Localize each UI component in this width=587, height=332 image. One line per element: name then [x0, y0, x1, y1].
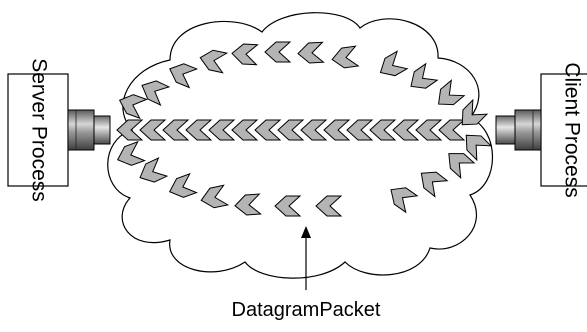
packet-chevron-icon [141, 80, 171, 106]
client-process-label: Client Process [560, 62, 583, 197]
packet-chevron-icon [297, 41, 325, 64]
server-process-label: Server Process [27, 58, 50, 202]
packet-chevron-icon [200, 184, 230, 209]
packet-chevron-icon [369, 119, 397, 141]
datagram-packet-label: DatagramPacket [232, 299, 381, 321]
packet-chevron-icon [438, 79, 466, 106]
packet-chevron-icon [277, 119, 305, 141]
packet-chevron-icon [315, 195, 343, 217]
packet-chevron-icon [461, 98, 489, 126]
packet-chevron-icon [448, 153, 476, 180]
packet-chevron-icon [379, 50, 409, 77]
packet-chevron-icon [274, 195, 302, 217]
packet-chevron-icon [323, 119, 351, 141]
packet-chevron-icon [390, 187, 419, 214]
client-socket-icon [495, 109, 542, 151]
packet-chevron-icon [300, 119, 328, 141]
packet-chevron-icon [410, 62, 439, 89]
packet-chevron-icon [116, 119, 144, 141]
packet-chevron-icon [162, 119, 190, 141]
server-process-box: Server Process [7, 58, 69, 202]
packet-chevron-icon [185, 119, 213, 141]
packet-chevron-icon [254, 119, 282, 141]
packet-chevron-icon [465, 134, 493, 162]
packet-chevron-icon [116, 140, 146, 166]
packet-chevron-icon [139, 119, 167, 141]
packet-chevron-icon [118, 94, 148, 120]
packet-chevron-icon [438, 119, 466, 141]
datagram-packets [116, 41, 493, 217]
packet-pointer-arrow [301, 226, 311, 290]
packet-chevron-icon [234, 193, 262, 216]
packet-chevron-icon [168, 172, 198, 198]
packet-chevron-icon [169, 63, 199, 89]
packet-chevron-icon [208, 119, 236, 141]
packet-chevron-icon [392, 119, 420, 141]
packet-chevron-icon [346, 119, 374, 141]
packet-chevron-icon [264, 41, 292, 63]
packet-chevron-icon [199, 49, 229, 74]
packet-chevron-icon [139, 157, 169, 183]
client-process-box: Client Process [540, 62, 587, 198]
packet-chevron-icon [231, 43, 259, 66]
packet-chevron-icon [331, 45, 360, 69]
packet-chevron-icon [231, 119, 259, 141]
network-cloud [107, 12, 493, 279]
server-socket-icon [67, 109, 111, 151]
packet-chevron-icon [415, 119, 443, 141]
packet-chevron-icon [420, 171, 449, 198]
